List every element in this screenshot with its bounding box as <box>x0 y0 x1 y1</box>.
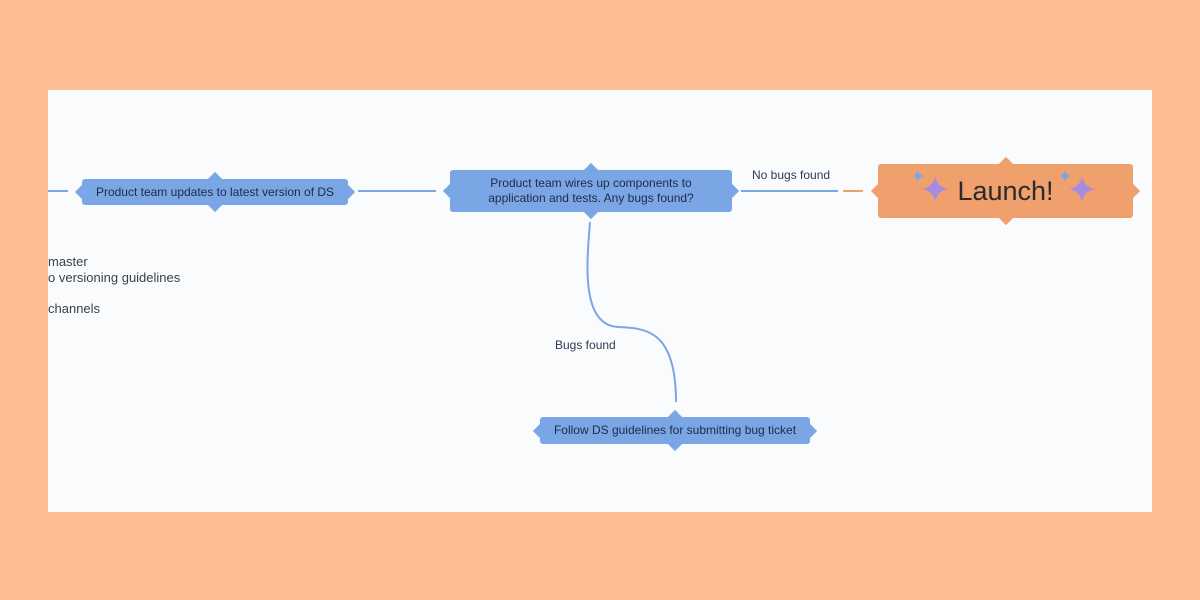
node-launch-label: Launch! <box>957 175 1054 206</box>
node-bug-ticket-label: Follow DS guidelines for submitting bug … <box>553 423 797 437</box>
node-launch[interactable]: Launch! <box>870 156 1141 226</box>
partial-text-line-3: channels <box>48 301 101 316</box>
sparkle-icon <box>912 170 948 202</box>
node-bug-ticket[interactable]: Follow DS guidelines for submitting bug … <box>532 409 818 452</box>
partial-text-line-1: master <box>48 254 88 269</box>
node-wires-up-components[interactable]: Product team wires up components to appl… <box>442 162 740 220</box>
node-wires-up-components-label: Product team wires up components to appl… <box>488 176 694 205</box>
edge-label-no-bugs: No bugs found <box>752 168 831 182</box>
node-updates-ds-label: Product team updates to latest version o… <box>95 184 335 199</box>
sparkle-icon <box>1059 170 1095 202</box>
connector-layer <box>48 190 863 403</box>
edge-label-bugs: Bugs found <box>555 338 616 352</box>
node-updates-ds[interactable]: Product team updates to latest version o… <box>74 171 356 213</box>
diagram-canvas: master o versioning guidelines channels … <box>48 90 1152 512</box>
edge-wires-to-bug-ticket <box>586 221 677 403</box>
partial-text-line-2: o versioning guidelines <box>48 270 181 285</box>
